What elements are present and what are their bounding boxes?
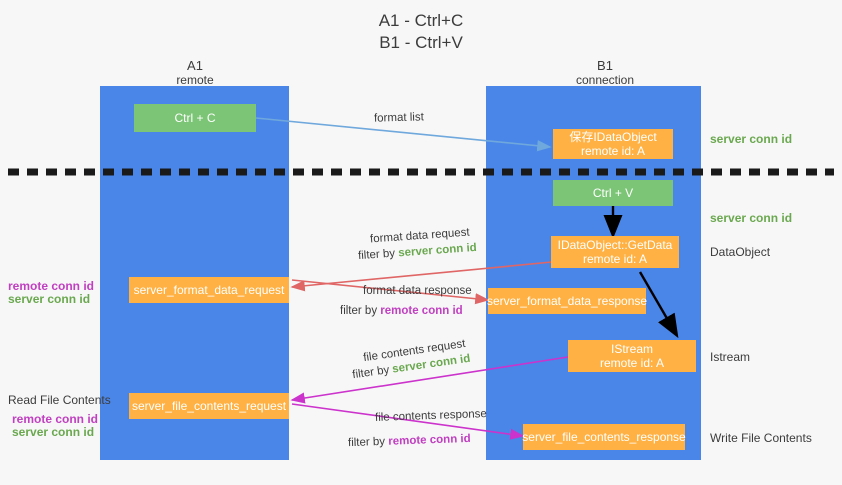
column-a1-role: remote [176,73,214,87]
arrow-label-file-contents-response-filter: filter by remote conn id [348,432,471,451]
box-ctrl-v-label: Ctrl + V [592,186,634,200]
filter-prefix: filter by [357,247,399,263]
box-ctrl-c[interactable]: Ctrl + C [134,104,256,132]
column-header-a1: A1 remote [120,58,270,88]
label-server-conn-id-mid: server conn id [710,211,793,225]
title-line-1: A1 - Ctrl+C [378,11,464,30]
label-remote-conn-id-1: remote conn id [8,279,95,293]
label-istream: Istream [710,350,751,364]
filter-value-server-conn-id: server conn id [397,241,478,260]
box-idataobject-getdata[interactable]: IDataObject::GetData remote id: A [551,236,679,268]
filter-prefix: filter by [351,363,394,382]
box-save-idataobject-line1: 保存IDataObject [569,130,657,144]
box-ctrl-c-label: Ctrl + C [174,111,216,125]
column-a1-name: A1 [187,58,203,73]
arrow-label-file-contents-response: file contents response [374,408,488,424]
arrow-label-format-list: format list [373,111,424,125]
column-header-b1: B1 connection [530,58,680,88]
box-server-file-contents-request-label: server_file_contents_request [131,399,287,413]
filter-prefix: filter by [340,305,381,317]
filter-value-remote-conn-id: remote conn id [388,432,471,448]
box-server-format-data-response[interactable]: server_format_data_response [486,288,648,314]
box-server-file-contents-response[interactable]: server_file_contents_response [522,424,686,450]
label-remote-conn-id-2: remote conn id [12,412,99,426]
box-server-format-data-request[interactable]: server_format_data_request [129,277,289,303]
box-istream[interactable]: IStream remote id: A [568,340,696,372]
label-dataobject: DataObject [710,245,771,259]
diagram-title: A1 - Ctrl+C B1 - Ctrl+V [0,10,842,54]
box-getdata-line2: remote id: A [582,252,648,266]
box-save-idataobject-line2: remote id: A [580,144,646,158]
title-line-2: B1 - Ctrl+V [379,33,463,52]
filter-prefix: filter by [347,435,389,450]
arrow-label-format-data-response-filter: filter by remote conn id [340,304,463,319]
column-b1-name: B1 [597,58,613,73]
box-ctrl-v[interactable]: Ctrl + V [553,180,673,206]
label-server-conn-id-2: server conn id [12,425,95,439]
column-b1-role: connection [575,73,635,87]
box-server-format-data-response-label: server_format_data_response [486,294,648,308]
arrow-label-format-data-response: format data response [363,285,472,297]
label-server-conn-id-top: server conn id [710,132,793,146]
box-getdata-line1: IDataObject::GetData [557,238,673,252]
box-istream-line2: remote id: A [599,356,665,370]
label-server-conn-id-1: server conn id [8,292,91,306]
filter-value-remote-conn-id: remote conn id [380,305,463,317]
box-save-idataobject[interactable]: 保存IDataObject remote id: A [553,129,673,159]
box-server-format-data-request-label: server_format_data_request [133,283,285,297]
box-server-file-contents-request[interactable]: server_file_contents_request [129,393,289,419]
label-write-file-contents: Write File Contents [710,431,812,445]
box-server-file-contents-response-label: server_file_contents_response [522,430,686,444]
label-read-file-contents: Read File Contents [8,393,111,407]
box-istream-line1: IStream [610,342,653,356]
